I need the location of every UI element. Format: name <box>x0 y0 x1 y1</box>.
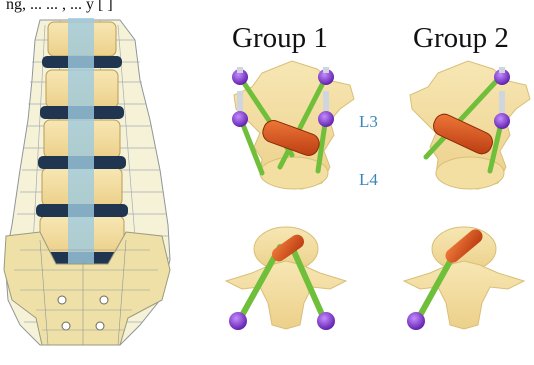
group2-axial-screw-heads <box>407 312 425 330</box>
spinal-canal <box>68 18 94 268</box>
group1-title: Group 1 <box>232 22 328 55</box>
spine-model <box>4 18 170 345</box>
group2-axial-view <box>404 226 524 330</box>
group1-axial-view <box>226 227 346 330</box>
level-label-l4: L4 <box>359 170 378 190</box>
group2-title: Group 2 <box>413 22 509 55</box>
caption-partial: ng, ... ... , ... y [ ] <box>6 0 113 13</box>
group1-posterior-view <box>232 61 354 189</box>
group2-posterior-view <box>410 61 530 189</box>
level-label-l3: L3 <box>359 112 378 132</box>
